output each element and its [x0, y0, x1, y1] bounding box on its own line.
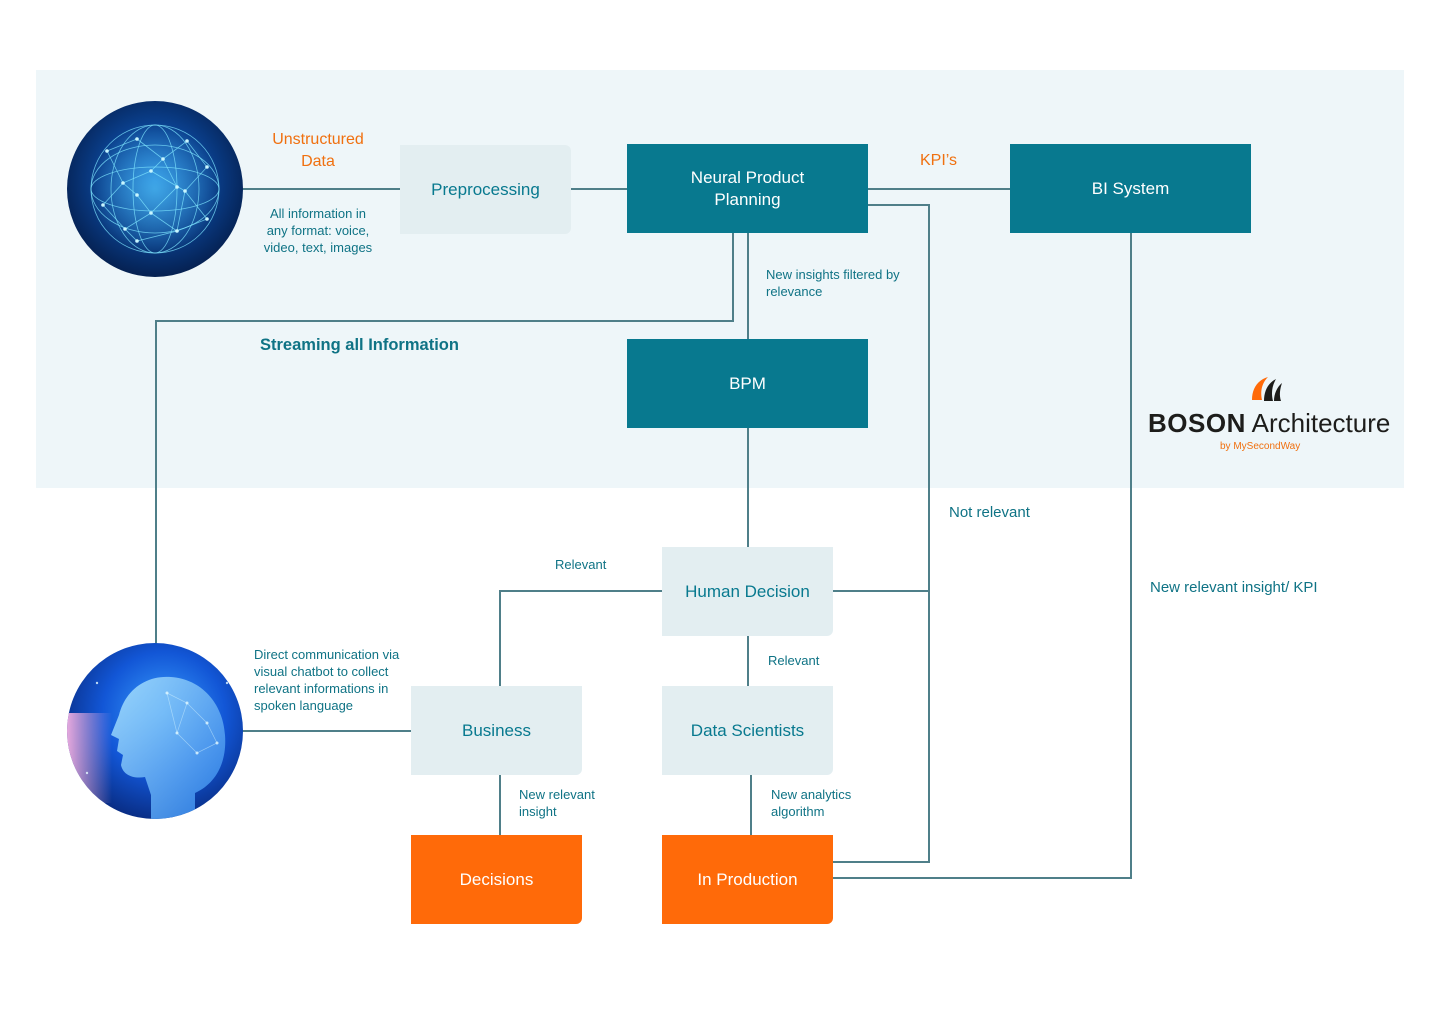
boson-swoosh-icon	[1252, 377, 1282, 401]
network-globe-icon	[67, 101, 243, 277]
data-scientists-box[interactable]: Data Scientists	[662, 686, 833, 775]
human-decision-box[interactable]: Human Decision	[662, 547, 833, 636]
new-analytics-algorithm-label: New analytics algorithm	[771, 787, 852, 819]
line-bi-to-production	[832, 232, 1132, 879]
digital-head-icon	[67, 643, 243, 819]
line-npp-stream-to-head	[155, 232, 734, 645]
preprocessing-box[interactable]: Preprocessing	[400, 145, 571, 234]
kpis-label: KPI’s	[920, 152, 958, 169]
relevant-down-label: Relevant	[768, 653, 820, 668]
new-insights-filtered-label: New insights filtered by relevance	[766, 267, 900, 299]
boson-architecture-logo: BOSON Architecture by MySecondWay	[1148, 372, 1390, 462]
new-relevant-insight-kpi-label: New relevant insight/ KPI	[1150, 579, 1318, 596]
brand-name-regular: Architecture	[1251, 408, 1391, 438]
neural-product-planning-box[interactable]: Neural Product Planning	[627, 144, 868, 233]
streaming-label: Streaming all Information	[260, 336, 459, 354]
decisions-box[interactable]: Decisions	[411, 835, 582, 924]
direct-communication-label: Direct communication via visual chatbot …	[254, 647, 400, 713]
relevant-left-label: Relevant	[555, 557, 607, 572]
not-relevant-label: Not relevant	[949, 504, 1030, 521]
bi-system-box[interactable]: BI System	[1010, 144, 1251, 233]
brand-name-bold: BOSON	[1148, 408, 1246, 438]
brand-name: BOSON Architecture	[1148, 408, 1390, 438]
in-production-box[interactable]: In Production	[662, 835, 833, 924]
new-relevant-insight-label: New relevant insight	[519, 787, 595, 819]
unstructured-data-label: Unstructured Data	[272, 131, 364, 170]
brand-byline: by MySecondWay	[1220, 441, 1301, 452]
business-box[interactable]: Business	[411, 686, 582, 775]
bpm-box[interactable]: BPM	[627, 339, 868, 428]
line-npp-not-relevant	[832, 204, 930, 863]
all-information-label: All information in any format: voice, vi…	[263, 206, 373, 255]
line-human-decision-to-business	[499, 590, 663, 687]
